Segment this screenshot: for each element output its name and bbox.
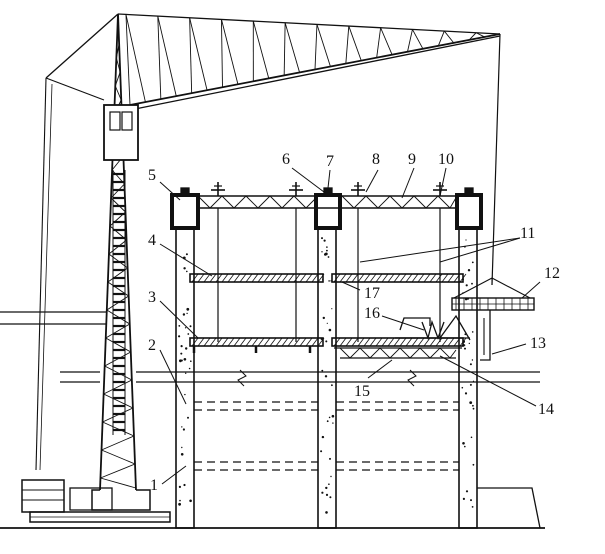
callout-8: 8 [372, 152, 380, 168]
callout-5: 5 [148, 168, 156, 184]
hoisted-material [452, 278, 534, 310]
column-middle [318, 228, 336, 528]
column-right [459, 228, 477, 528]
column-cap-left [172, 195, 198, 228]
upper-floor-slab [190, 274, 466, 282]
mast-rack [113, 174, 125, 430]
callout-4: 4 [148, 233, 156, 249]
callout-11: 11 [520, 226, 535, 242]
callout-1: 1 [150, 478, 158, 494]
delivery-pipe [480, 310, 490, 360]
column-cap-middle [316, 195, 340, 228]
building-structure [0, 182, 540, 528]
callout-12: 12 [544, 266, 560, 282]
lower-floor-slab [190, 338, 466, 353]
concrete-texture [178, 237, 474, 514]
crane-cab [104, 105, 138, 160]
callout-13: 13 [530, 336, 546, 352]
boom-lattice [126, 14, 485, 105]
counterweight [22, 480, 64, 512]
callout-10: 10 [438, 152, 454, 168]
mast-lattice [100, 30, 135, 488]
callout-9: 9 [408, 152, 416, 168]
callout-16: 16 [364, 306, 380, 322]
callout-7: 7 [326, 154, 334, 170]
callout-14: 14 [538, 402, 554, 418]
column-cap-right [457, 195, 481, 228]
callout-2: 2 [148, 338, 156, 354]
callout-15: 15 [354, 384, 370, 400]
callout-17: 17 [364, 286, 380, 302]
hoist-rope [492, 34, 500, 285]
completed-floors [194, 402, 459, 470]
tower-crane [22, 14, 500, 522]
callout-3: 3 [148, 290, 156, 306]
crane-machinery [70, 488, 112, 510]
side-wall [477, 488, 540, 528]
callout-6: 6 [282, 152, 290, 168]
column-left [176, 228, 194, 528]
formwork-truss [334, 348, 462, 358]
